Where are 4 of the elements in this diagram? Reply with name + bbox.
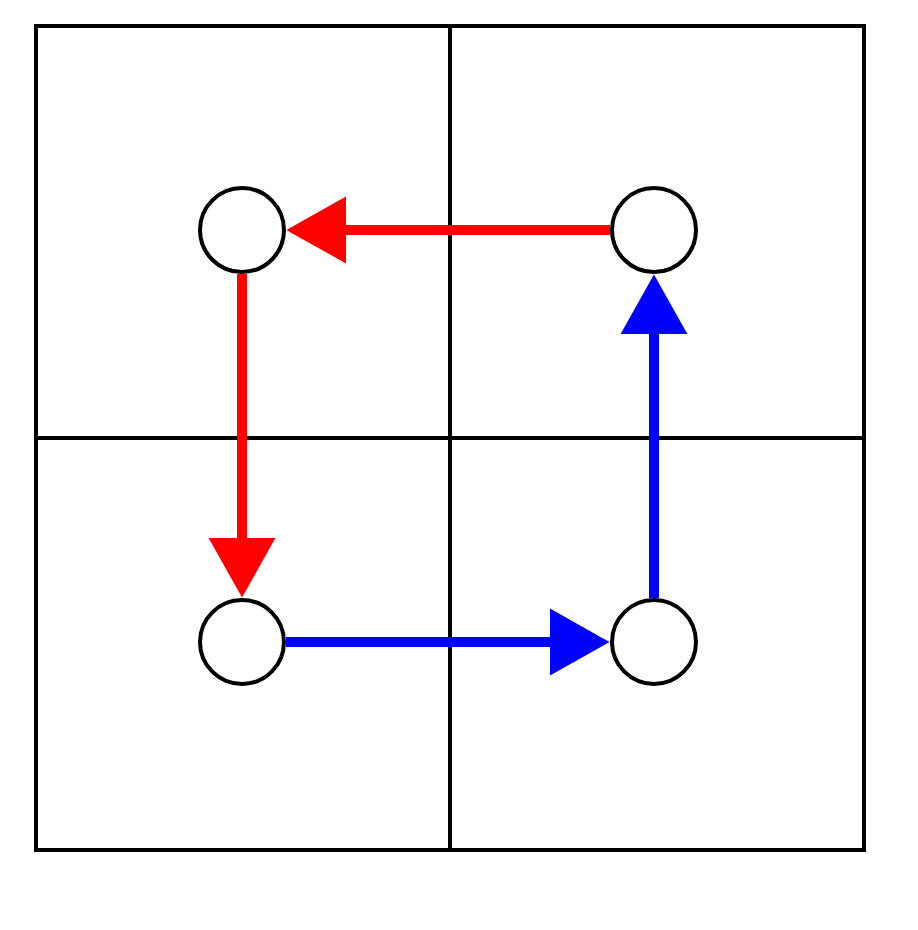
circle <box>610 598 698 686</box>
circle <box>610 186 698 274</box>
circle <box>198 186 286 274</box>
circle <box>198 598 286 686</box>
